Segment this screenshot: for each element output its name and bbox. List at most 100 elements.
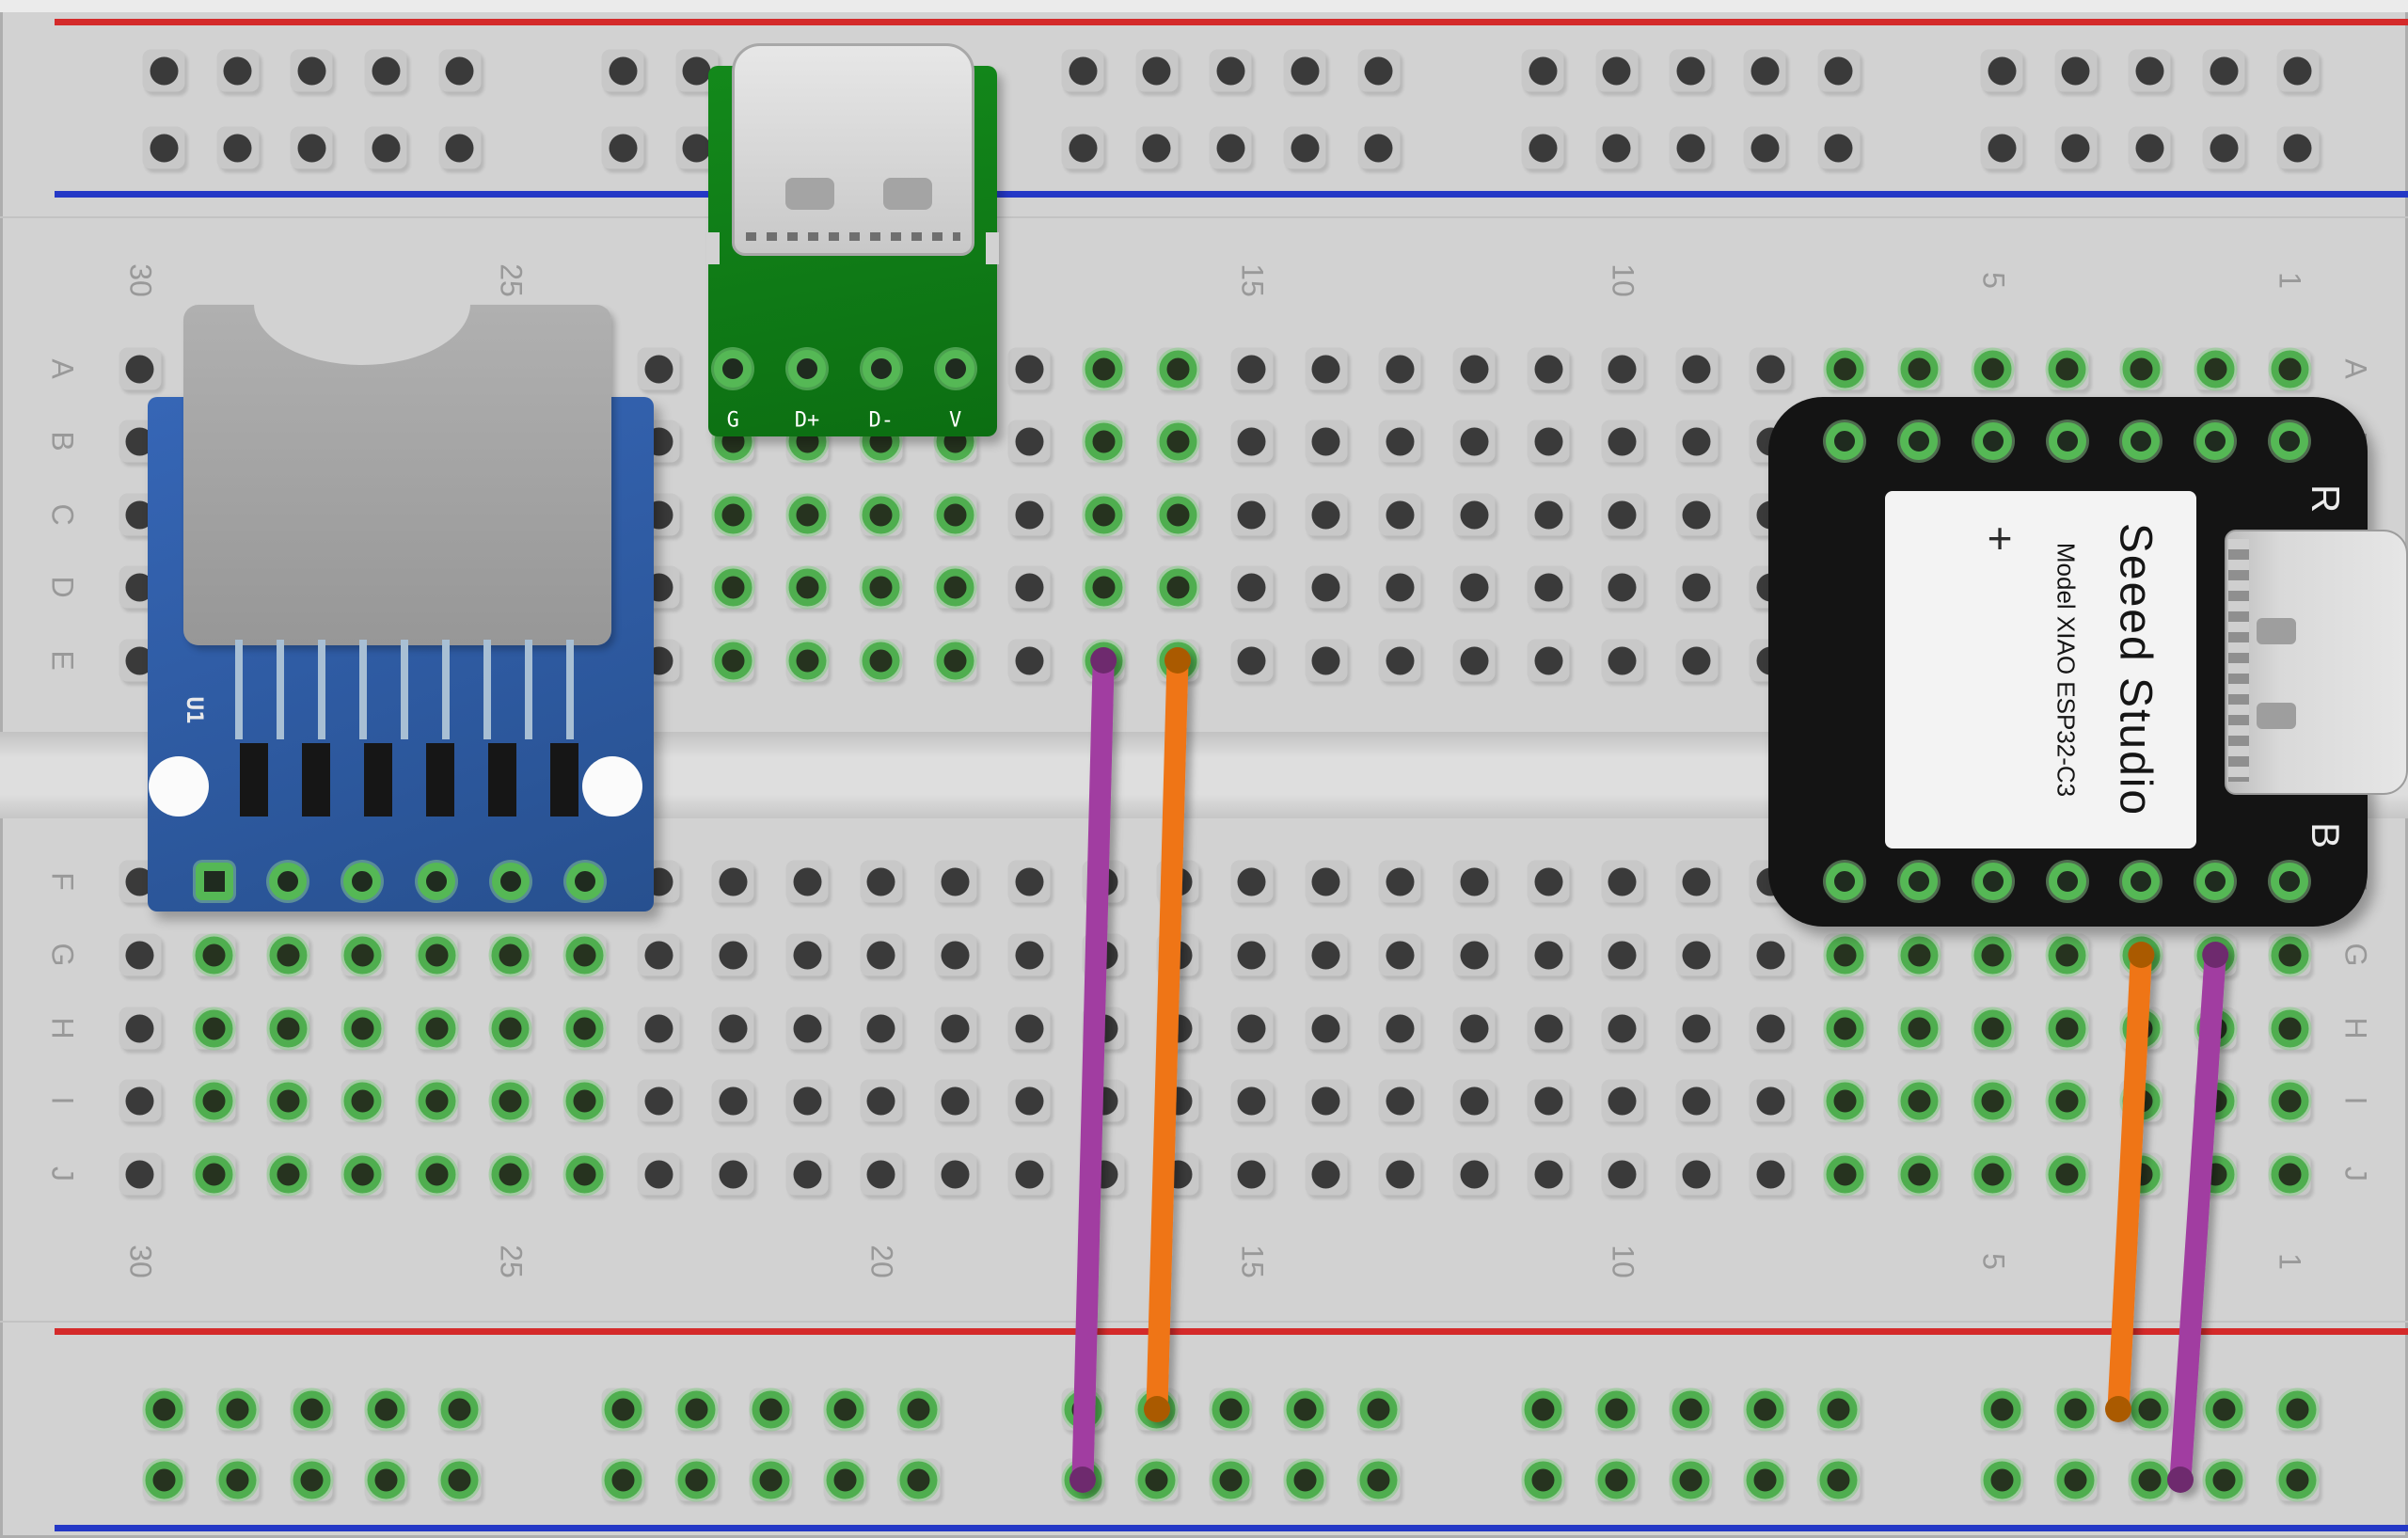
breadboard-hole (1230, 565, 1274, 609)
breadboard-hole (860, 1007, 903, 1050)
breadboard-hole (1378, 565, 1421, 609)
breadboard-hole (711, 860, 754, 903)
breadboard-hole (1156, 420, 1199, 463)
breadboard-hole (1061, 49, 1104, 92)
breadboard-hole (637, 347, 680, 390)
breadboard-hole (1749, 1079, 1792, 1122)
breadboard-hole (266, 1152, 309, 1196)
breadboard-hole (601, 49, 644, 92)
breadboard-hole (785, 1079, 829, 1122)
breadboard-hole (1156, 347, 1199, 390)
breadboard-hole (1527, 493, 1570, 536)
breadboard-hole (2202, 126, 2245, 169)
breadboard-hole (1305, 1079, 1348, 1122)
breadboard-hole (1283, 126, 1326, 169)
breadboard-hole (1675, 420, 1719, 463)
breadboard-hole (1675, 933, 1719, 976)
breadboard-hole (1305, 420, 1348, 463)
breadboard-hole (637, 1152, 680, 1196)
breadboard-hole (934, 1079, 977, 1122)
breadboard-hole (1817, 1387, 1861, 1431)
breadboard-hole (1305, 565, 1348, 609)
breadboard-hole (860, 493, 903, 536)
wire-purple-right[interactable] (2167, 942, 2229, 1493)
breadboard-hole (1378, 347, 1421, 390)
breadboard-hole (1305, 639, 1348, 682)
breadboard-hole (1230, 493, 1274, 536)
breadboard-hole (1675, 1007, 1719, 1050)
breadboard-hole (860, 1079, 903, 1122)
breadboard-hole (1230, 347, 1274, 390)
breadboard-hole (1007, 1079, 1051, 1122)
breadboard-hole (860, 860, 903, 903)
breadboard-hole (1230, 1007, 1274, 1050)
bottom-negative-rail-line (55, 1525, 2408, 1531)
breadboard-hole (1378, 1079, 1421, 1122)
wire-end-cap (2128, 942, 2155, 968)
breadboard-hole (266, 933, 309, 976)
breadboard-hole (1156, 565, 1199, 609)
breadboard-hole (1007, 1152, 1051, 1196)
breadboard-hole (2202, 49, 2245, 92)
breadboard-hole (2046, 1079, 2089, 1122)
breadboard-hole (1527, 1152, 1570, 1196)
breadboard-hole (1007, 639, 1051, 682)
breadboard-hole (1305, 347, 1348, 390)
breadboard-hole (1156, 493, 1199, 536)
breadboard-hole (1897, 1152, 1941, 1196)
breadboard-hole (1135, 126, 1179, 169)
breadboard-hole (1007, 347, 1051, 390)
breadboard-hole (1980, 49, 2023, 92)
breadboard-hole (216, 126, 260, 169)
wire-orange-right[interactable] (2105, 942, 2155, 1422)
breadboard-hole (415, 1152, 458, 1196)
breadboard-hole (1378, 1007, 1421, 1050)
breadboard-hole (142, 1458, 185, 1501)
board-top-edge (0, 0, 2408, 12)
breadboard-hole (711, 933, 754, 976)
breadboard-hole (1209, 49, 1252, 92)
breadboard-hole (1527, 639, 1570, 682)
breadboard-hole (489, 933, 532, 976)
breadboard-hole (1743, 1387, 1786, 1431)
wire-purple-left[interactable] (1069, 647, 1117, 1493)
breadboard-hole (637, 1079, 680, 1122)
breadboard-hole (1601, 639, 1644, 682)
breadboard-hole (1972, 1007, 2015, 1050)
breadboard-hole (860, 639, 903, 682)
breadboard-hole (2268, 1152, 2311, 1196)
breadboard-hole (823, 1458, 866, 1501)
breadboard-hole (1527, 1007, 1570, 1050)
breadboard-hole (1980, 1387, 2023, 1431)
wire-orange-left[interactable] (1144, 647, 1191, 1422)
breadboard-hole (216, 49, 260, 92)
breadboard-hole (1972, 1152, 2015, 1196)
breadboard-hole (1305, 1007, 1348, 1050)
breadboard-hole (563, 1079, 607, 1122)
board-seam-bottom (0, 1321, 2408, 1323)
breadboard-hole (563, 933, 607, 976)
breadboard-hole (934, 1152, 977, 1196)
breadboard-hole (563, 1007, 607, 1050)
breadboard-hole (1209, 1387, 1252, 1431)
breadboard-hole (934, 493, 977, 536)
breadboard-hole (1378, 639, 1421, 682)
breadboard-hole (2268, 933, 2311, 976)
breadboard-hole (934, 933, 977, 976)
breadboard-hole (2128, 49, 2171, 92)
breadboard-hole (341, 933, 384, 976)
breadboard-hole (1972, 933, 2015, 976)
breadboard-hole (1230, 639, 1274, 682)
breadboard-hole (2276, 49, 2320, 92)
breadboard-hole (785, 639, 829, 682)
breadboard-hole (1743, 126, 1786, 169)
wire-end-cap (1069, 1467, 1096, 1493)
breadboard-hole (1082, 347, 1125, 390)
bottom-positive-rail-line (55, 1328, 2408, 1335)
breadboard-hole (1527, 420, 1570, 463)
breadboard-hole (290, 1458, 333, 1501)
breadboard-hole (1749, 1152, 1792, 1196)
breadboard-hole (1378, 933, 1421, 976)
breadboard-hole (1452, 933, 1496, 976)
